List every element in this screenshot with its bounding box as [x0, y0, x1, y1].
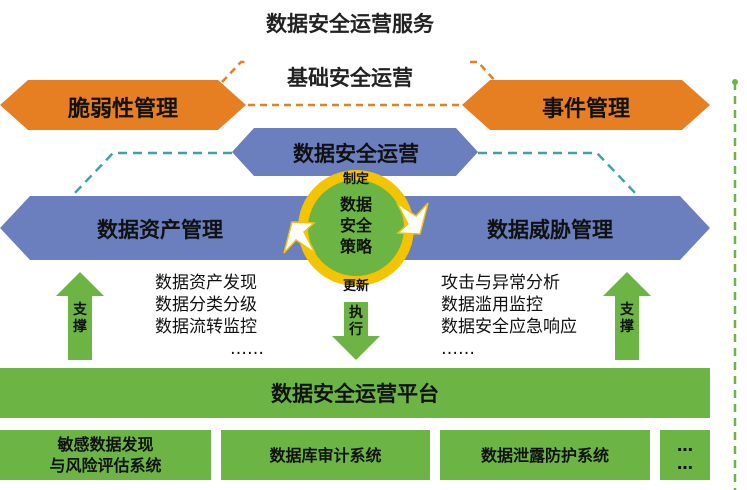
cycle-strategy-line: 数据	[339, 195, 372, 214]
list-item: ……	[441, 339, 475, 359]
list-item: 数据安全应急响应	[441, 317, 577, 337]
list-item: ……	[230, 339, 264, 359]
diagram-title: 数据安全运营服务	[266, 12, 434, 36]
threat-items-list: 攻击与异常分析 数据滥用监控 数据安全应急响应 ……	[441, 272, 577, 360]
cycle-core	[308, 180, 404, 276]
dashed-connector-left	[221, 60, 248, 83]
cycle-arrow-left	[283, 221, 316, 254]
dashed-connector-right	[470, 60, 497, 83]
cycle-update-label: 更新	[342, 279, 369, 294]
cycle-define-label: 制定	[342, 172, 369, 187]
support-left-label: 支撑	[73, 302, 87, 335]
side-dashed-endpoint	[732, 79, 738, 85]
cyan-dashed-right	[478, 151, 639, 197]
cycle-strategy-line: 安全	[339, 216, 372, 235]
support-right-label: 支撑	[620, 302, 634, 335]
system-db-audit: 数据库审计系统	[221, 430, 430, 480]
basic-ops-label: 基础安全运营	[287, 66, 413, 90]
cycle-strategy-label: 数据 安全 策略	[326, 194, 386, 257]
asset-items-list: 数据资产发现 数据分类分级 数据流转监控 ……	[155, 272, 264, 360]
list-item: 数据分类分级	[155, 295, 257, 315]
threat-mgmt-shape	[390, 196, 710, 260]
cycle-strategy-line: 策略	[339, 237, 372, 256]
execute-label: 执行	[349, 305, 363, 338]
execute-arrow	[332, 302, 380, 360]
cycle-arrow-right	[396, 202, 429, 235]
vulnerability-mgmt-label: 脆弱性管理	[67, 97, 178, 122]
threat-mgmt-label: 数据威胁管理	[487, 218, 613, 242]
system-more: … …	[660, 430, 710, 480]
system-sensitive-data: 敏感数据发现 与风险评估系统	[0, 430, 211, 480]
list-item: 数据流转监控	[155, 317, 257, 337]
list-item: 数据滥用监控	[441, 295, 543, 315]
support-arrow-left	[56, 272, 104, 360]
event-mgmt-shape	[462, 80, 710, 130]
data-ops-shape	[232, 128, 478, 176]
list-item: 攻击与异常分析	[441, 273, 560, 293]
security-ops-platform: 数据安全运营平台	[0, 368, 710, 418]
asset-mgmt-shape	[0, 196, 320, 260]
list-item: 数据资产发现	[155, 273, 257, 293]
support-arrow-right	[603, 272, 651, 360]
asset-mgmt-label: 数据资产管理	[97, 218, 223, 242]
event-mgmt-label: 事件管理	[541, 97, 630, 122]
vulnerability-mgmt-shape	[0, 80, 246, 130]
data-ops-label: 数据安全运营	[293, 142, 419, 166]
system-dlp: 数据泄露防护系统	[440, 430, 650, 480]
cyan-dashed-left	[71, 151, 232, 197]
